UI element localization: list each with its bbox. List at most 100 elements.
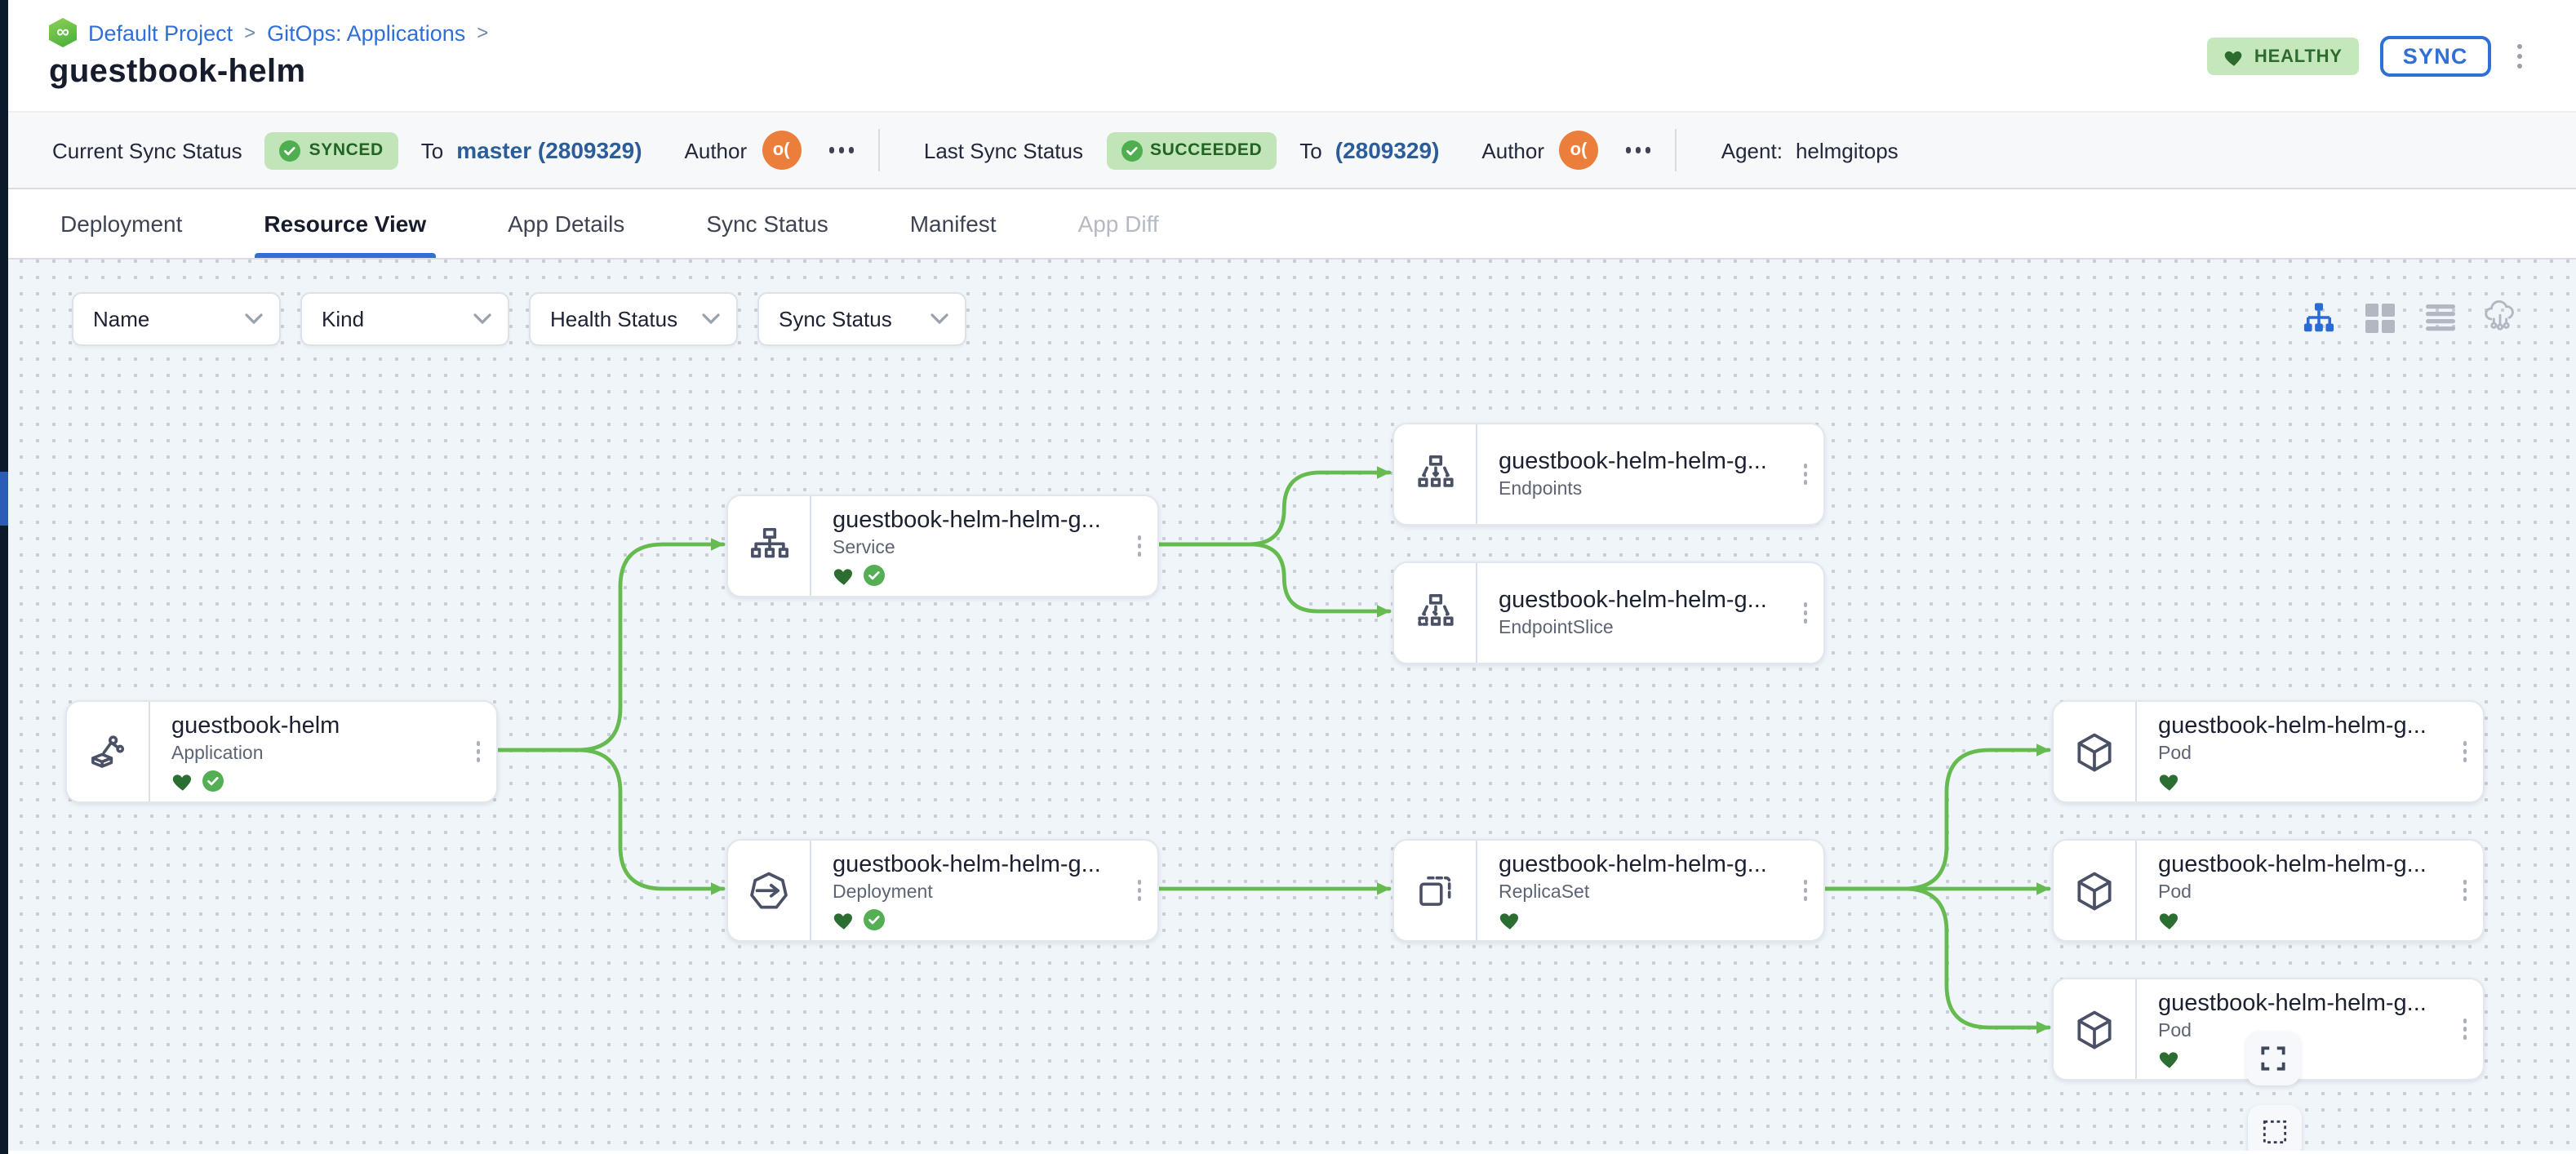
graph-edges xyxy=(492,466,2051,1034)
page-title: guestbook-helm xyxy=(49,54,306,90)
agent-value: helmgitops xyxy=(1795,138,1899,162)
tab-app-details[interactable]: App Details xyxy=(508,211,625,237)
edge-rs-to-pod1 xyxy=(1819,743,2051,891)
resource-graph-canvas[interactable]: Name Kind Health Status Sync Status guestbo… xyxy=(8,260,2576,1151)
tab-deployment[interactable]: Deployment xyxy=(60,211,183,237)
resource-node-pod-pod1[interactable]: guestbook-helm-helm-g...Pod xyxy=(2052,700,2485,803)
breadcrumb-gitops-applications[interactable]: GitOps: Applications xyxy=(267,20,466,45)
chevron-down-icon xyxy=(245,313,263,325)
current-sync-status-label: Current Sync Status xyxy=(52,138,242,162)
resource-name: guestbook-helm-helm-g... xyxy=(2158,852,2427,878)
expand-icon[interactable] xyxy=(2246,1032,2300,1085)
resource-name: guestbook-helm-helm-g... xyxy=(1499,852,1767,878)
last-revision-link[interactable]: (2809329) xyxy=(1335,137,1440,163)
last-sync-status-label: Last Sync Status xyxy=(923,138,1083,162)
resource-node-deployment-deploy[interactable]: guestbook-helm-helm-g...Deployment xyxy=(726,839,1159,942)
node-kebab-menu[interactable] xyxy=(2447,979,2483,1079)
node-kebab-menu[interactable] xyxy=(2447,702,2483,801)
node-kebab-menu[interactable] xyxy=(1788,424,1823,524)
node-kebab-menu[interactable] xyxy=(1788,841,1823,940)
sidebar-active-indicator xyxy=(0,472,8,526)
resource-kind: Deployment xyxy=(833,883,933,903)
chevron-down-icon xyxy=(702,313,720,325)
service-icon xyxy=(728,496,811,596)
replicaset-icon xyxy=(1394,841,1477,940)
resource-kind: Endpoints xyxy=(1499,480,1583,499)
ellipsis-menu-icon[interactable] xyxy=(825,141,857,160)
kebab-menu-icon[interactable] xyxy=(2512,39,2527,73)
node-kebab-menu[interactable] xyxy=(1121,841,1157,940)
synced-check-icon xyxy=(864,909,885,930)
deployment-icon xyxy=(728,841,811,940)
resource-node-endpointslice-eps[interactable]: guestbook-helm-helm-g... EndpointSlice xyxy=(1392,561,1825,664)
filter-bar: Name Kind Health Status Sync Status xyxy=(72,292,966,346)
synced-badge: SYNCED xyxy=(264,131,398,169)
resource-kind: ReplicaSet xyxy=(1499,883,1590,903)
resource-kind: Service xyxy=(833,539,895,558)
resource-node-replicaset-rs[interactable]: guestbook-helm-helm-g... ReplicaSet xyxy=(1392,839,1825,942)
filter-dropdown-sync-status[interactable]: Sync Status xyxy=(757,292,966,346)
check-circle-icon xyxy=(1121,140,1142,161)
node-kebab-menu[interactable] xyxy=(1788,563,1823,663)
list-view-icon[interactable] xyxy=(2423,300,2457,335)
resource-name: guestbook-helm-helm-g... xyxy=(2158,991,2427,1017)
resource-name: guestbook-helm-helm-g... xyxy=(1499,449,1767,475)
tab-bar: Deployment Resource View App Details Sync S… xyxy=(8,189,2576,260)
divider xyxy=(877,129,880,171)
tab-manifest[interactable]: Manifest xyxy=(909,211,997,237)
filter-label: Kind xyxy=(322,307,365,331)
resource-kind: EndpointSlice xyxy=(1499,619,1614,638)
resource-status-icons xyxy=(833,909,1115,930)
filter-dropdown-name[interactable]: Name xyxy=(72,292,281,346)
ellipsis-menu-icon[interactable] xyxy=(1623,141,1654,160)
health-status-badge: HEALTHY xyxy=(2206,38,2359,75)
node-kebab-menu[interactable] xyxy=(460,702,496,801)
tab-app-diff: App Diff xyxy=(1077,211,1159,237)
resource-kind: Application xyxy=(171,744,264,764)
author-avatar[interactable]: o( xyxy=(762,131,802,170)
breadcrumb-separator: > xyxy=(244,21,256,44)
author-label: Author xyxy=(1481,138,1545,162)
application-icon xyxy=(67,702,150,801)
current-revision-link[interactable]: master (2809329) xyxy=(456,137,642,163)
tab-sync-status[interactable]: Sync Status xyxy=(706,211,828,237)
node-kebab-menu[interactable] xyxy=(2447,841,2483,940)
resource-name: guestbook-helm xyxy=(171,713,340,739)
breadcrumb-separator: > xyxy=(477,21,489,44)
sync-status-bar: Current Sync Status SYNCED To master (28… xyxy=(8,111,2576,189)
filter-dropdown-kind[interactable]: Kind xyxy=(300,292,509,346)
resource-status-icons xyxy=(2158,1048,2441,1069)
resource-status-icons xyxy=(2158,909,2441,930)
filter-dropdown-health-status[interactable]: Health Status xyxy=(529,292,738,346)
succeeded-badge: SUCCEEDED xyxy=(1106,131,1277,169)
divider xyxy=(1675,129,1677,171)
resource-node-pod-pod2[interactable]: guestbook-helm-helm-g...Pod xyxy=(2052,839,2485,942)
breadcrumb-default-project[interactable]: Default Project xyxy=(88,20,233,45)
synced-check-icon xyxy=(864,565,885,586)
filter-label: Name xyxy=(93,307,150,331)
resource-name: guestbook-helm-helm-g... xyxy=(833,508,1101,534)
tab-resource-view[interactable]: Resource View xyxy=(254,189,437,258)
resource-node-service-svc[interactable]: guestbook-helm-helm-g... Service xyxy=(726,495,1159,597)
to-label: To xyxy=(420,138,444,162)
resource-status-icons xyxy=(1499,909,1781,930)
resource-kind: Pod xyxy=(2158,744,2192,764)
resource-status-icons xyxy=(833,565,1115,586)
filter-label: Health Status xyxy=(550,307,678,331)
check-circle-icon xyxy=(279,140,301,161)
resource-name: guestbook-helm-helm-g... xyxy=(1499,588,1767,614)
cloud-view-icon[interactable] xyxy=(2483,300,2517,335)
chevron-down-icon xyxy=(473,313,491,325)
tree-view-icon[interactable] xyxy=(2302,300,2336,335)
fit-selection-icon[interactable] xyxy=(2248,1105,2302,1151)
resource-node-endpoints-ep[interactable]: guestbook-helm-helm-g... Endpoints xyxy=(1392,423,1825,526)
node-kebab-menu[interactable] xyxy=(1121,496,1157,596)
collapsed-sidebar-rail[interactable] xyxy=(0,0,8,1154)
sync-button[interactable]: SYNC xyxy=(2379,36,2491,77)
author-avatar[interactable]: o( xyxy=(1559,131,1599,170)
filter-label: Sync Status xyxy=(779,307,892,331)
succeeded-badge-label: SUCCEEDED xyxy=(1150,140,1263,160)
grid-view-icon[interactable] xyxy=(2362,300,2396,335)
app-header: ∞ Default Project > GitOps: Applications… xyxy=(8,0,2576,111)
